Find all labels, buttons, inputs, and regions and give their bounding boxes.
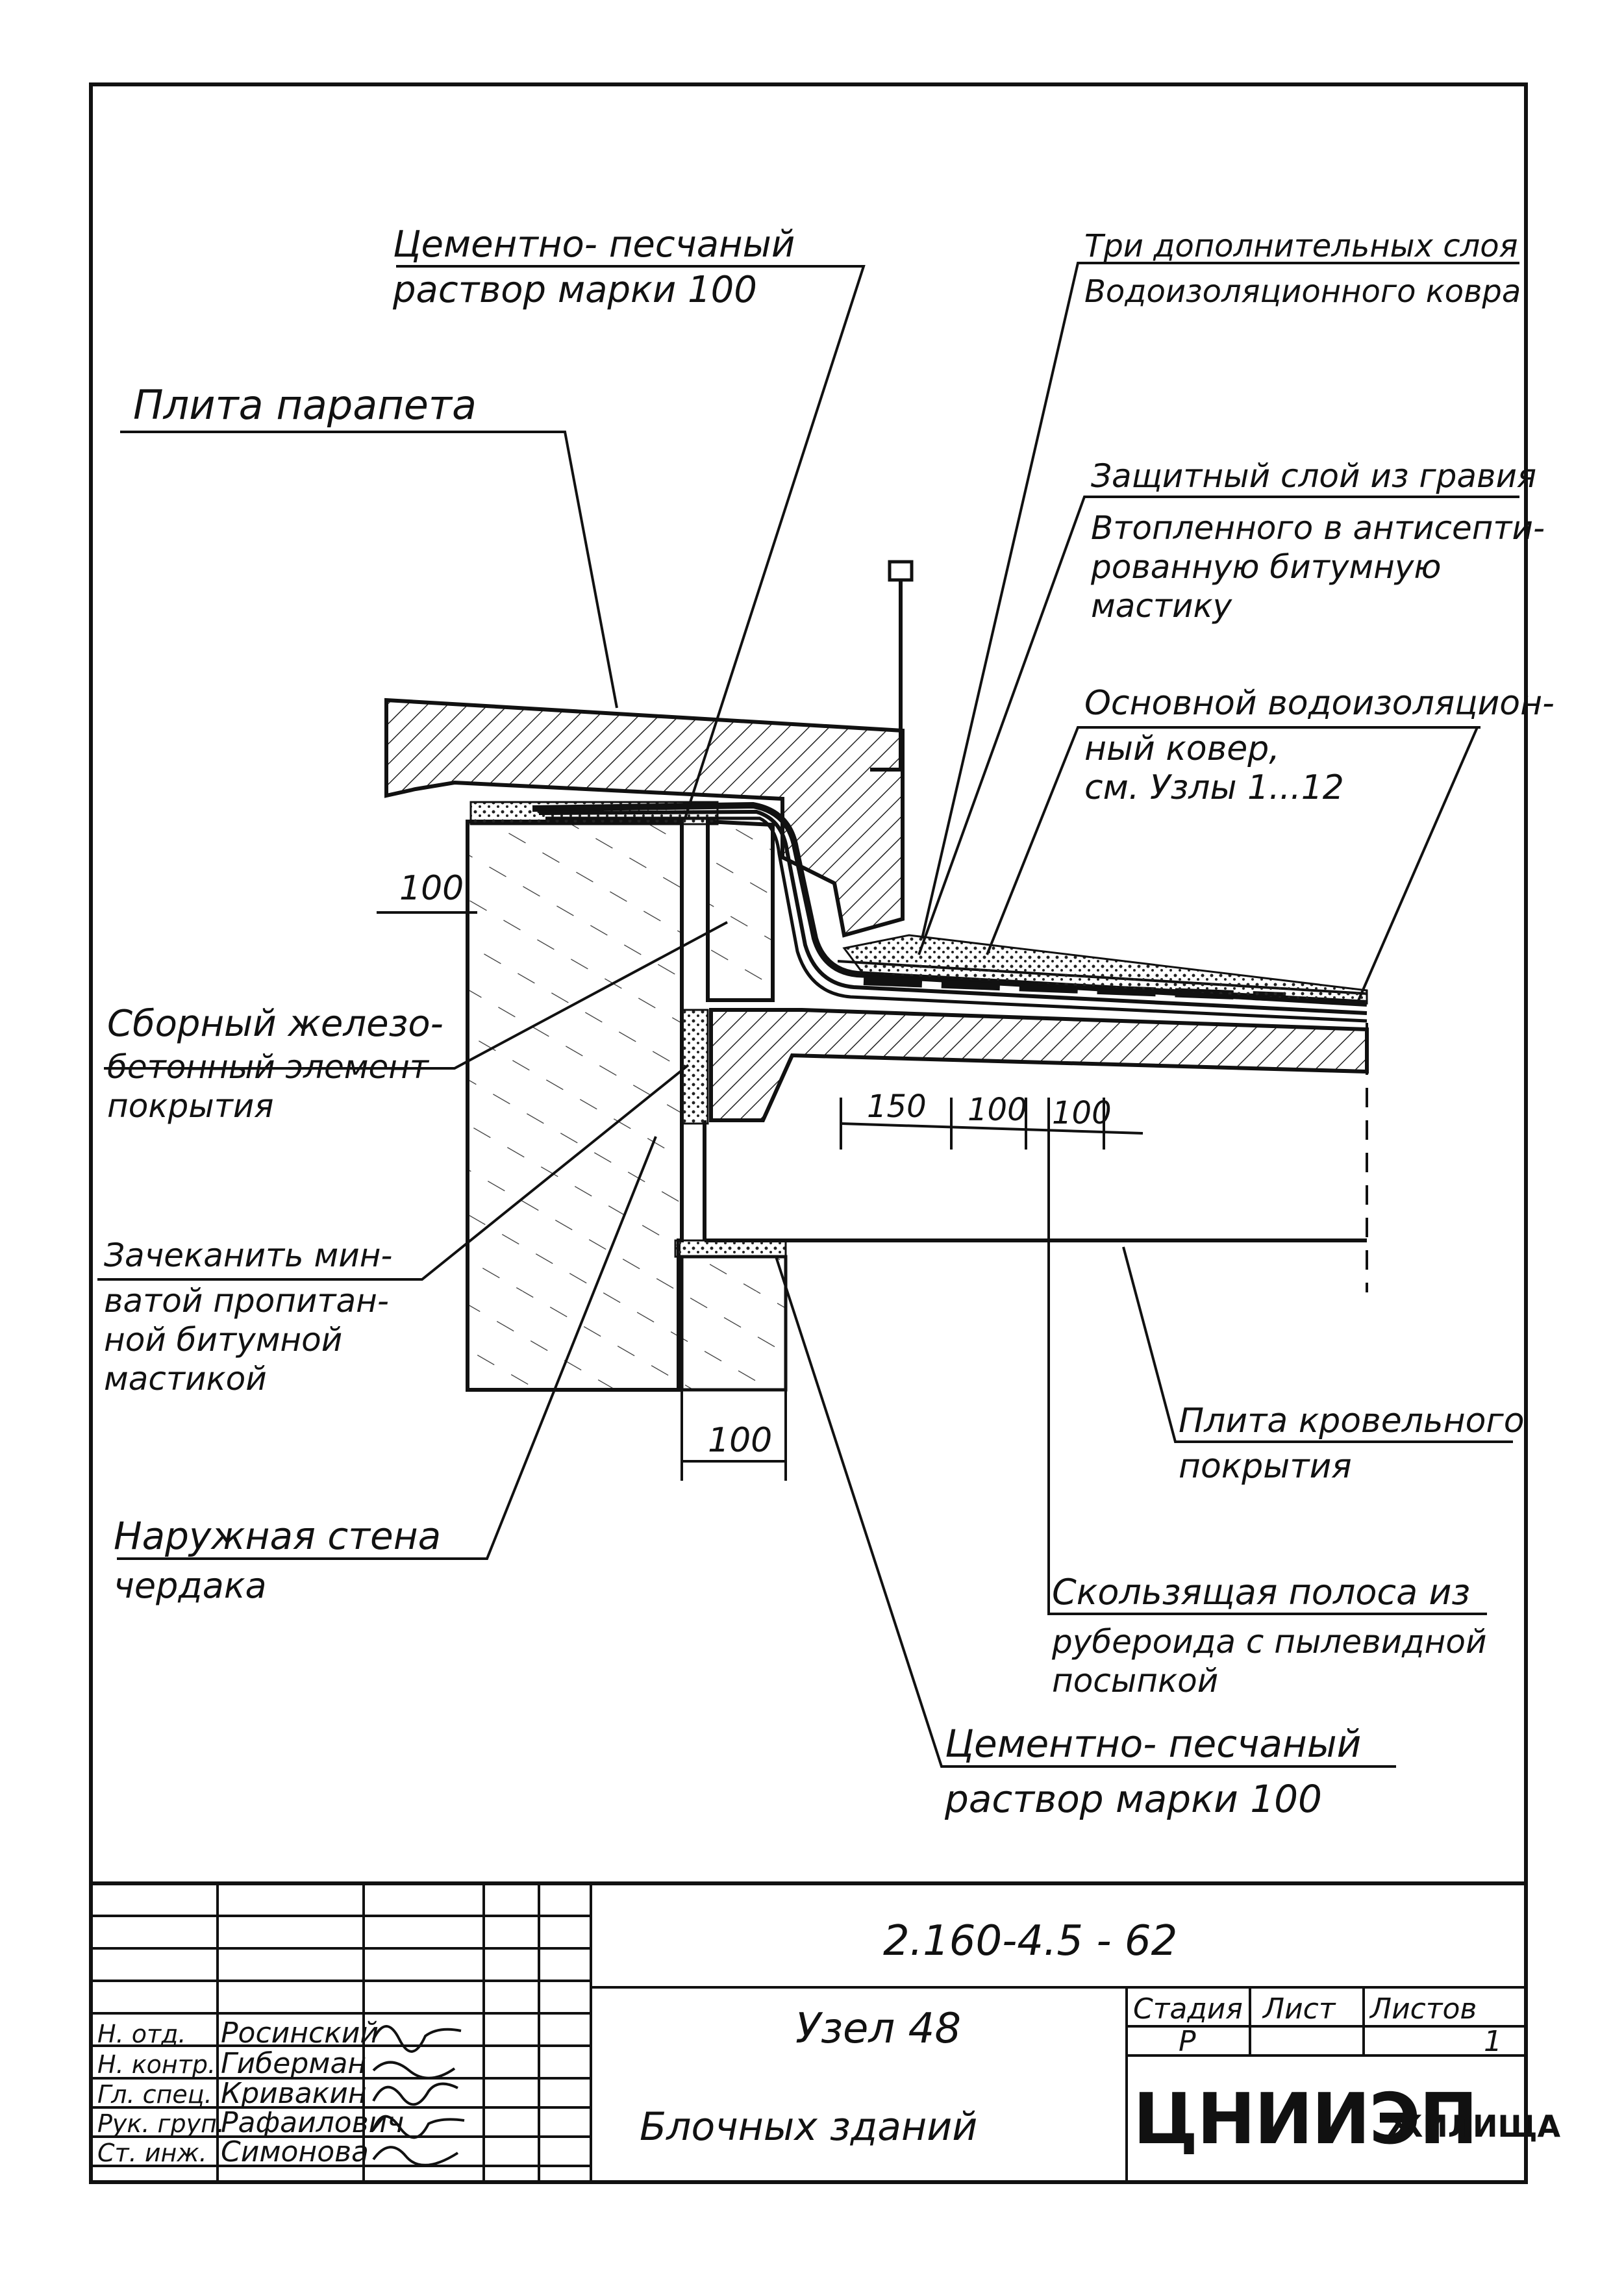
outer-wall — [466, 820, 684, 1392]
signature-role: Ст. инж. — [97, 2139, 207, 2167]
label-caulk-2: ватой пропитан- — [104, 1282, 389, 1320]
label-precast-element-2: бетонный элемент — [107, 1048, 430, 1086]
label-sliding-strip-3: посыпкой — [1052, 1662, 1218, 1700]
label-cement-mortar-top-2: раствор марки 100 — [392, 269, 757, 311]
dim-bearing: 100 — [708, 1421, 772, 1460]
signature-name: Росинский — [221, 2017, 379, 2050]
label-caulk-3: ной битумной — [104, 1321, 342, 1359]
dim-wall-offset: 100 — [399, 869, 464, 908]
parapet-slab — [384, 698, 905, 938]
label-gravel-layer-4: мастику — [1091, 587, 1233, 625]
stage-value: Р — [1179, 2025, 1196, 2058]
section-drawing: 100 150 100 100 100 Цементно- песчаный р… — [97, 223, 1555, 1821]
drawing-subtitle: Блочных зданий — [640, 2104, 977, 2150]
sheets-value: 1 — [1484, 2025, 1502, 2058]
signature-rows: Н. отд. Росинский Н. контр. Гиберман Гл.… — [97, 2017, 404, 2169]
label-sliding-strip-1: Скользящая полоса из — [1052, 1572, 1470, 1613]
signature-role: Н. отд. — [97, 2020, 186, 2048]
document-code: 2.160-4.5 - 62 — [883, 1917, 1177, 1965]
leader-lines — [97, 262, 1519, 1768]
signature-role: Н. контр. — [97, 2050, 216, 2079]
label-cement-mortar-bottom-1: Цементно- песчаный — [945, 1722, 1361, 1766]
label-gravel-layer-1: Защитный слой из гравия — [1091, 457, 1536, 495]
label-parapet-slab: Плита парапета — [133, 381, 477, 429]
signature-marks — [372, 2025, 465, 2167]
label-precast-element-3: покрытия — [107, 1087, 273, 1125]
label-main-carpet-2: ный ковер, — [1084, 729, 1280, 768]
anchor-bolt-head — [888, 560, 914, 582]
cement-mortar-bearing — [674, 1239, 787, 1258]
label-gravel-layer-3: рованную битумную — [1090, 548, 1442, 586]
label-three-layers-2: Водоизоляционного ковра — [1084, 273, 1521, 310]
organization-logo: ЦНИИЭП — [1133, 2079, 1477, 2160]
label-precast-element-1: Сборный железо- — [107, 1003, 443, 1045]
label-roof-slab-1: Плита кровельного — [1179, 1402, 1525, 1440]
signature-name: Рафаилович — [221, 2106, 404, 2139]
signature-name: Симонова — [221, 2135, 369, 2169]
label-main-carpet-1: Основной водоизоляцион- — [1084, 684, 1555, 723]
sheet-header: Лист — [1262, 1993, 1336, 2026]
stage-header: Стадия — [1133, 1993, 1243, 2026]
signature-name: Гиберман — [221, 2047, 366, 2080]
labels: Цементно- песчаный раствор марки 100 Три… — [104, 223, 1555, 1821]
lower-wall-block — [680, 1255, 788, 1392]
gravel-protective-layer — [842, 934, 1368, 1005]
precast-element — [706, 819, 775, 1002]
dim-150: 150 — [867, 1088, 927, 1125]
signature-role: Рук. груп. — [97, 2109, 225, 2138]
label-gravel-layer-2: Втопленного в антисепти- — [1091, 509, 1545, 547]
roof-slab — [709, 1008, 1369, 1122]
organization-suffix: ЖИЛИЩА — [1386, 2109, 1560, 2144]
dim-100b: 100 — [1052, 1095, 1112, 1131]
signature-name: Кривакин — [221, 2077, 367, 2110]
label-outer-wall-1: Наружная стена — [114, 1514, 441, 1558]
label-cement-mortar-bottom-2: раствор марки 100 — [944, 1777, 1322, 1821]
label-three-layers-1: Три дополнительных слоя — [1084, 228, 1518, 264]
dim-100a: 100 — [968, 1092, 1027, 1128]
dimension-lines — [377, 870, 1143, 1481]
node-title: Узел 48 — [795, 2005, 961, 2053]
title-block: 2.160-4.5 - 62 Узел 48 Блочных зданий Ст… — [89, 1881, 1560, 2184]
label-main-carpet-3: см. Узлы 1...12 — [1084, 768, 1344, 807]
label-outer-wall-2: чердака — [114, 1565, 267, 1606]
label-caulk-1: Зачеканить мин- — [104, 1237, 392, 1274]
label-cement-mortar-top-1: Цементно- песчаный — [393, 223, 795, 266]
label-roof-slab-2: покрытия — [1179, 1447, 1352, 1486]
label-caulk-4: мастикой — [104, 1360, 267, 1398]
sheets-header: Листов — [1369, 1993, 1477, 2026]
signature-role: Гл. спец. — [97, 2080, 212, 2109]
label-sliding-strip-2: рубероида с пылевидной — [1051, 1623, 1486, 1661]
